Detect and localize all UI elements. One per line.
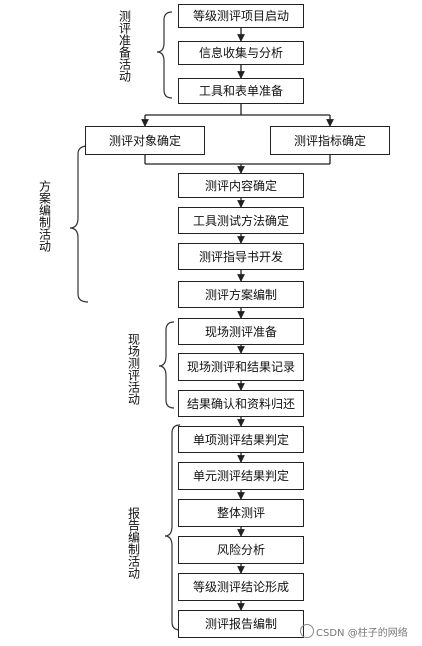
step-indicator-determination: 测评指标确定 xyxy=(270,126,390,155)
brace-field xyxy=(158,321,175,409)
step-object-determination: 测评对象确定 xyxy=(85,126,205,155)
brace-plan xyxy=(69,145,89,303)
csdn-watermark: CSDN @柱子的网络 xyxy=(300,624,408,639)
wechat-logo-icon xyxy=(300,624,314,638)
step-field-record: 现场测评和结果记录 xyxy=(178,353,304,381)
brace-prep xyxy=(156,11,173,99)
step-overall-evaluation: 整体测评 xyxy=(178,499,304,527)
step-risk-analysis: 风险分析 xyxy=(178,536,304,564)
brace-report xyxy=(164,424,181,631)
step-single-judgement: 单项测评结果判定 xyxy=(178,426,304,453)
step-report-compilation: 测评报告编制 xyxy=(178,610,304,638)
step-content-determination: 测评内容确定 xyxy=(178,173,304,198)
step-project-start: 等级测评项目启动 xyxy=(178,4,304,28)
step-guide-development: 测评指导书开发 xyxy=(178,243,304,270)
phase-label-report: 报告编制活动 xyxy=(126,507,141,579)
step-tools-forms-prep: 工具和表单准备 xyxy=(178,78,304,104)
phase-label-field: 现场测评活动 xyxy=(126,333,141,405)
step-result-confirm: 结果确认和资料归还 xyxy=(178,390,304,417)
step-method-determination: 工具测试方法确定 xyxy=(178,207,304,234)
step-scheme-compilation: 测评方案编制 xyxy=(178,281,304,308)
step-conclusion-formation: 等级测评结论形成 xyxy=(178,573,304,601)
step-info-collection: 信息收集与分析 xyxy=(178,41,304,65)
watermark-text: CSDN @柱子的网络 xyxy=(316,628,408,639)
step-field-prep: 现场测评准备 xyxy=(178,318,304,345)
phase-label-prep: 测评准备活动 xyxy=(117,10,132,82)
step-unit-judgement: 单元测评结果判定 xyxy=(178,462,304,490)
phase-label-plan: 方案编制活动 xyxy=(37,180,52,252)
